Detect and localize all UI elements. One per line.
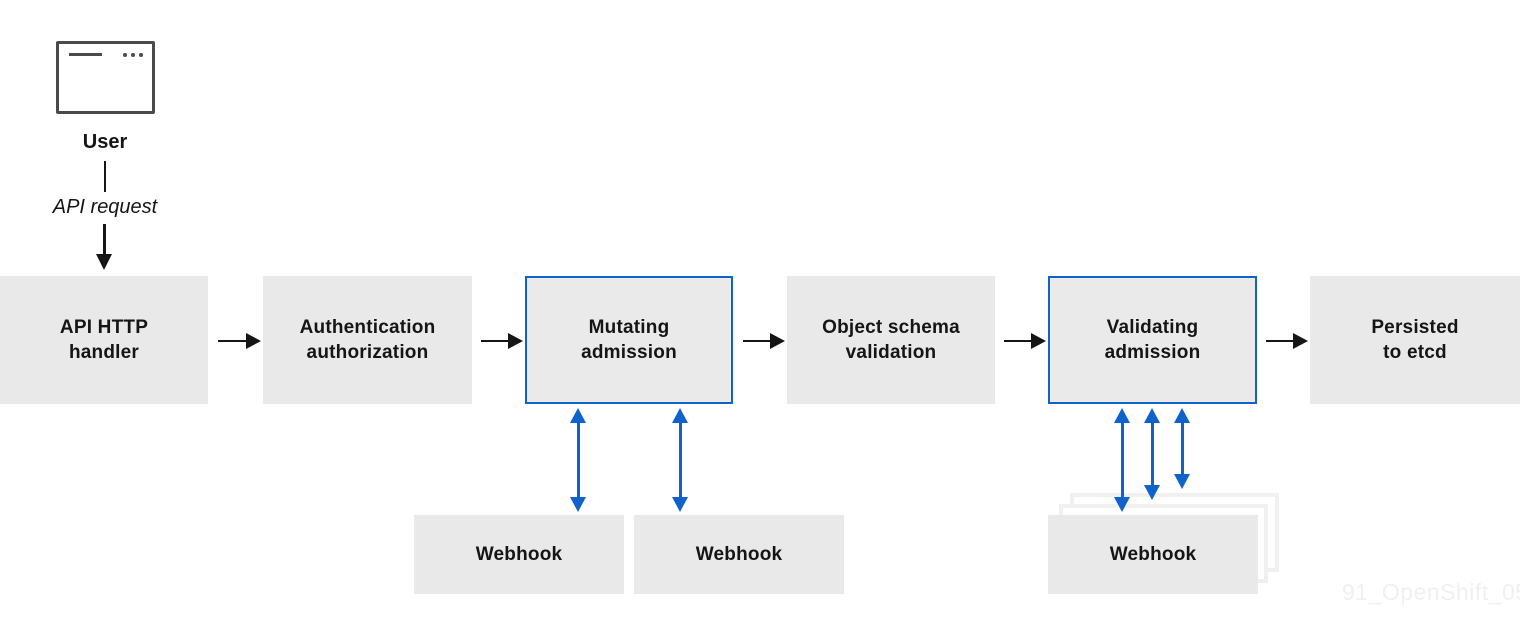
box-authentication-authorization: Authentication authorization (263, 276, 472, 404)
validating-webhook-arrow-3 (1174, 408, 1190, 489)
box-api-http-handler: API HTTP handler (0, 276, 208, 404)
flow-arrow-1 (218, 333, 261, 349)
mutating-webhook-arrow-2 (672, 408, 688, 512)
box-persisted-to-etcd: Persisted to etcd (1310, 276, 1520, 404)
box-object-schema-validation: Object schema validation (787, 276, 995, 404)
watermark-text: 91_OpenShift_0520 (1342, 579, 1520, 605)
box-mutating-admission: Mutating admission (525, 276, 733, 404)
box-validating-admission: Validating admission (1048, 276, 1257, 404)
user-label: User (82, 131, 128, 153)
flow-arrow-3 (743, 333, 785, 349)
browser-menu-dots-icon (123, 53, 143, 57)
webhook-box-3: Webhook (1048, 515, 1258, 594)
webhook-box-2: Webhook (634, 515, 844, 594)
validating-webhook-arrow-1 (1114, 408, 1130, 512)
mutating-webhook-arrow-1 (570, 408, 586, 512)
webhook-box-1: Webhook (414, 515, 624, 594)
api-request-arrowhead (96, 254, 112, 270)
flow-arrow-2 (481, 333, 523, 349)
validating-webhook-arrow-2 (1144, 408, 1160, 500)
api-request-label: API request (52, 196, 158, 218)
browser-window-icon (56, 41, 155, 114)
api-request-arrow (103, 224, 106, 255)
flow-arrow-4 (1004, 333, 1046, 349)
user-connector-line (104, 161, 106, 192)
flow-arrow-5 (1266, 333, 1308, 349)
browser-titlebar-line (69, 53, 102, 56)
